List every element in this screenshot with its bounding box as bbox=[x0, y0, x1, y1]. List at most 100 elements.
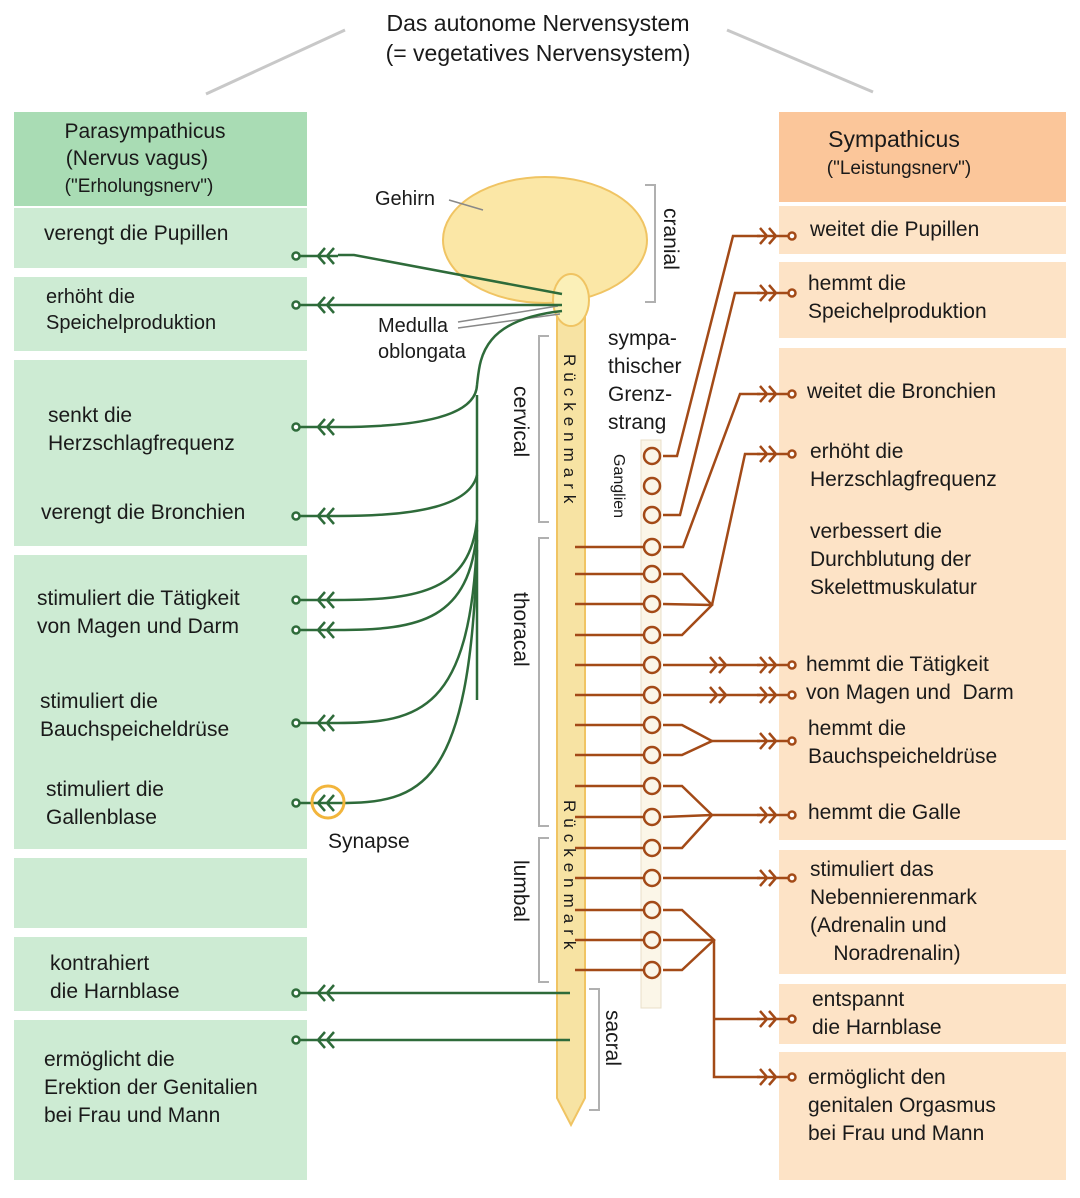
para-effect-gallbladder: stimuliert die Gallenblase bbox=[46, 778, 164, 829]
para-box-empty bbox=[14, 858, 307, 928]
symp-effect-saliva: hemmt die Speichelproduktion bbox=[808, 272, 987, 323]
label-grenzstrang-3: Grenz- bbox=[608, 383, 673, 406]
ganglion-3 bbox=[642, 505, 662, 525]
ganglion-6 bbox=[642, 594, 662, 614]
para-synapse-bronchi bbox=[291, 507, 338, 525]
label-sacral: sacral bbox=[601, 1010, 624, 1066]
parasympathicus-nickname: ("Erholungsnerv") bbox=[64, 176, 214, 197]
symp-synapse-stomach-1 bbox=[757, 656, 797, 674]
brain-pointer-line bbox=[448, 199, 484, 211]
synapse-highlight-circle bbox=[310, 784, 346, 820]
parasympathicus-subtitle: (Nervus vagus) bbox=[65, 147, 209, 170]
symp-synapse-gall bbox=[757, 806, 797, 824]
ganglion-14 bbox=[642, 838, 662, 858]
label-medulla: Medulla bbox=[378, 315, 449, 337]
symp-effect-pupils: weitet die Pupillen bbox=[810, 218, 980, 241]
medulla-pointer-line-2 bbox=[457, 313, 561, 329]
ganglion-9 bbox=[642, 685, 662, 705]
para-box-bladder bbox=[14, 937, 307, 1011]
symp-effect-gall: hemmt die Galle bbox=[808, 801, 961, 824]
para-synapse-gallbladder bbox=[291, 794, 338, 812]
ganglion-13 bbox=[642, 807, 662, 827]
ganglion-4 bbox=[642, 537, 662, 557]
para-synapse-stomach-2 bbox=[291, 621, 338, 639]
page-title-line1: Das autonome Nervensystem bbox=[386, 10, 690, 36]
symp-box-main bbox=[779, 348, 1066, 840]
para-effect-heart: senkt die Herzschlagfrequenz bbox=[48, 404, 235, 455]
para-box-heart-bronchi bbox=[14, 360, 307, 546]
para-effect-stomach: stimuliert die Tätigkeit von Magen und D… bbox=[37, 587, 240, 638]
symp-synapse-stomach-2 bbox=[757, 686, 797, 704]
label-cranial: cranial bbox=[659, 208, 682, 270]
sympathicus-header-box bbox=[779, 112, 1066, 202]
para-synapse-stomach-1 bbox=[291, 591, 338, 609]
title-line-right bbox=[726, 28, 874, 94]
medulla-pointer-line-1 bbox=[457, 305, 559, 323]
ganglion-17 bbox=[642, 930, 662, 950]
para-synapse-heart bbox=[291, 418, 338, 436]
para-box-saliva bbox=[14, 277, 307, 351]
symp-synapse-pupils bbox=[757, 227, 797, 245]
label-rueckenmark-lower: Rückenmark bbox=[560, 800, 579, 955]
page-title-line2: (= vegetatives Nervensystem) bbox=[385, 40, 691, 66]
para-effect-genitals: ermöglicht die Erektion der Genitalien b… bbox=[44, 1048, 258, 1127]
symp-effect-genitals: ermöglicht den genitalen Orgasmus bei Fr… bbox=[808, 1066, 996, 1145]
label-grenzstrang-1: sympa- bbox=[608, 327, 677, 350]
label-rueckenmark-upper: Rückenmark bbox=[560, 354, 579, 509]
symp-effect-bladder: entspannt die Harnblase bbox=[812, 988, 942, 1039]
ganglion-10 bbox=[642, 715, 662, 735]
parasympathicus-header-box bbox=[14, 112, 307, 206]
para-effect-bladder: kontrahiert die Harnblase bbox=[50, 952, 180, 1003]
symp-synapse-bronchi bbox=[757, 385, 797, 403]
medulla-shape bbox=[552, 273, 590, 327]
symp-synapse-pancreas bbox=[757, 732, 797, 750]
ganglion-11 bbox=[642, 745, 662, 765]
symp-effect-stomach: hemmt die Tätigkeit von Magen und Darm bbox=[806, 653, 1014, 704]
ganglion-16 bbox=[642, 900, 662, 920]
sympathetic-ganglia bbox=[642, 446, 662, 980]
symp-box-genitals bbox=[779, 1052, 1066, 1180]
label-grenzstrang-4: strang bbox=[608, 411, 667, 434]
parasympathicus-title: Parasympathicus bbox=[64, 120, 226, 143]
ganglion-1 bbox=[642, 446, 662, 466]
para-synapse-genitals bbox=[291, 1031, 338, 1049]
symp-synapse-stomach-1a bbox=[709, 656, 728, 674]
ganglion-5 bbox=[642, 564, 662, 584]
label-thoracal: thoracal bbox=[509, 592, 532, 667]
symp-effect-muscle: verbessert die Durchblutung der Skelettm… bbox=[810, 520, 977, 599]
para-synapse-pancreas bbox=[291, 714, 338, 732]
parasympathetic-nerves bbox=[337, 253, 570, 1042]
symp-synapse-adrenal bbox=[757, 869, 797, 887]
sympathicus-nickname: ("Leistungsnerv") bbox=[826, 158, 972, 179]
label-lumbal: lumbal bbox=[509, 860, 532, 922]
para-effect-pupils: verengt die Pupillen bbox=[44, 222, 229, 245]
para-effect-bronchi: verengt die Bronchien bbox=[41, 501, 246, 524]
parasympathetic-synapse-marks bbox=[291, 247, 338, 1049]
symp-box-adrenal bbox=[779, 850, 1066, 974]
sympathetic-synapse-marks bbox=[709, 227, 797, 1086]
para-box-genitals bbox=[14, 1020, 307, 1180]
sympathicus-title: Sympathicus bbox=[828, 126, 960, 152]
para-effect-saliva: erhöht die Speichelproduktion bbox=[46, 286, 217, 334]
para-synapse-bladder bbox=[291, 984, 338, 1002]
ganglion-8 bbox=[642, 655, 662, 675]
sympathetic-nerves bbox=[575, 234, 760, 1079]
symp-synapse-saliva bbox=[757, 284, 797, 302]
label-oblongata: oblongata bbox=[378, 341, 466, 363]
symp-effect-bronchi: weitet die Bronchien bbox=[807, 380, 997, 403]
ganglion-2 bbox=[642, 476, 662, 496]
label-gehirn: Gehirn bbox=[375, 188, 436, 210]
symp-synapse-bladder bbox=[757, 1010, 797, 1028]
label-grenzstrang-2: thischer bbox=[608, 355, 682, 378]
ganglion-12 bbox=[642, 776, 662, 796]
symp-effect-heart: erhöht die Herzschlagfrequenz bbox=[810, 440, 997, 491]
label-synapse: Synapse bbox=[328, 830, 410, 853]
symp-synapse-heart bbox=[757, 445, 797, 463]
para-box-digestion bbox=[14, 555, 307, 849]
para-synapse-saliva bbox=[291, 296, 338, 314]
para-effect-pancreas: stimuliert die Bauchspeicheldrüse bbox=[40, 690, 230, 741]
ganglion-7 bbox=[642, 625, 662, 645]
symp-box-bladder bbox=[779, 984, 1066, 1044]
title-line-left bbox=[205, 28, 346, 96]
